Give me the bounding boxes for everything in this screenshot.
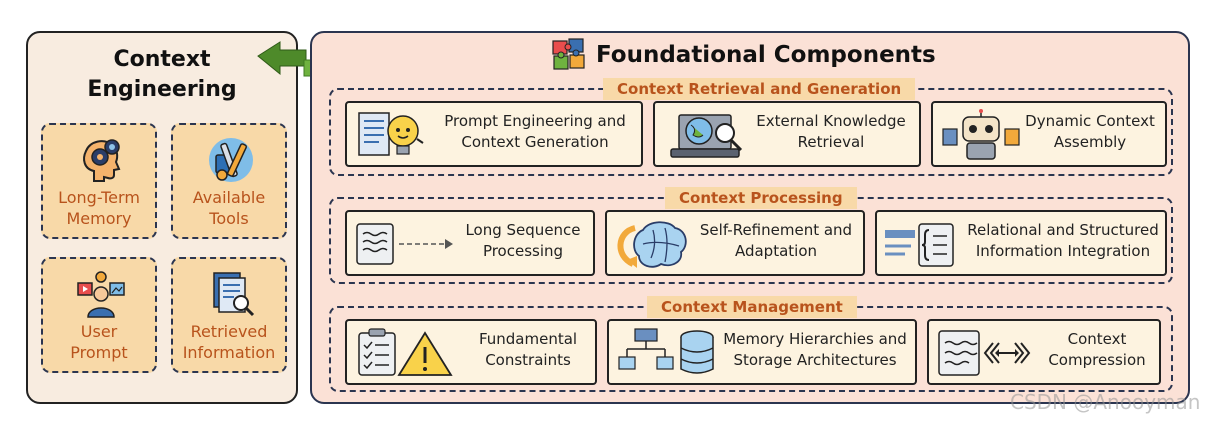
item-prompt-engineering: Prompt Engineering and Context Generatio… — [345, 101, 643, 167]
tools-icon — [209, 138, 253, 182]
item-memory-hierarchies: Memory Hierarchies and Storage Architect… — [607, 319, 917, 385]
item-self-refinement: Self-Refinement and Adaptation — [605, 210, 865, 276]
item-label: External Knowledge Retrieval — [756, 112, 906, 151]
checklist-warning-icon — [358, 328, 453, 376]
section-label: Context Retrieval and Generation — [603, 78, 916, 100]
compression-icon — [938, 330, 1031, 376]
item-label: Self-Refinement and Adaptation — [699, 221, 853, 260]
item-long-sequence: Long Sequence Processing — [345, 210, 595, 276]
item-fundamental-constraints: Fundamental Constraints — [345, 319, 597, 385]
card-label: Retrieved Information — [182, 322, 276, 362]
item-dynamic-context: Dynamic Context Assembly — [931, 101, 1167, 167]
foundational-components-title: Foundational Components — [596, 42, 936, 68]
item-label: Long Sequence Processing — [465, 221, 581, 260]
robot-puzzle-icon — [942, 109, 1020, 160]
hierarchy-database-icon — [618, 328, 714, 374]
section-label: Context Processing — [665, 187, 857, 209]
foundational-components-panel: Foundational Components Context Retrieva… — [310, 31, 1190, 404]
item-label: Context Compression — [1048, 330, 1146, 369]
section-context-management: Context Management Fundamental Constrain… — [329, 296, 1173, 392]
item-label: Memory Hierarchies and Storage Architect… — [723, 330, 907, 369]
structured-bracket-icon — [885, 223, 954, 267]
card-user-prompt: User Prompt — [41, 257, 157, 373]
foundational-components-header: Foundational Components — [550, 37, 970, 73]
item-label: Relational and Structured Information In… — [967, 221, 1159, 260]
prompt-lightbulb-icon — [358, 112, 424, 156]
card-label: Long-Term Memory — [58, 188, 140, 228]
item-context-compression: Context Compression — [927, 319, 1161, 385]
brain-cycle-icon — [617, 221, 687, 268]
document-search-icon — [213, 272, 255, 317]
globe-laptop-search-icon — [670, 114, 743, 158]
card-long-term-memory: Long-Term Memory — [41, 123, 157, 239]
item-label: Prompt Engineering and Context Generatio… — [444, 112, 626, 151]
item-label: Fundamental Constraints — [478, 330, 578, 369]
card-available-tools: Available Tools — [171, 123, 287, 239]
card-retrieved-information: Retrieved Information — [171, 257, 287, 373]
sequence-arrow-icon — [356, 223, 453, 265]
card-label: User Prompt — [70, 322, 128, 362]
item-external-knowledge: External Knowledge Retrieval — [653, 101, 921, 167]
card-label: Available Tools — [192, 188, 266, 228]
watermark: CSDN @Anooyman — [1010, 390, 1201, 414]
section-label: Context Management — [647, 296, 857, 318]
context-engineering-panel: Context Engineering Long-Term Memory Ava… — [26, 31, 298, 404]
section-context-retrieval: Context Retrieval and Generation Prompt … — [329, 78, 1173, 176]
brain-gear-icon — [83, 139, 121, 182]
user-prompt-icon — [77, 271, 125, 318]
section-context-processing: Context Processing Long Sequence Process… — [329, 187, 1173, 284]
context-engineering-title: Context Engineering — [87, 47, 237, 102]
item-label: Dynamic Context Assembly — [1025, 112, 1155, 151]
puzzle-pieces-icon — [552, 38, 585, 70]
item-relational-structured: Relational and Structured Information In… — [875, 210, 1167, 276]
